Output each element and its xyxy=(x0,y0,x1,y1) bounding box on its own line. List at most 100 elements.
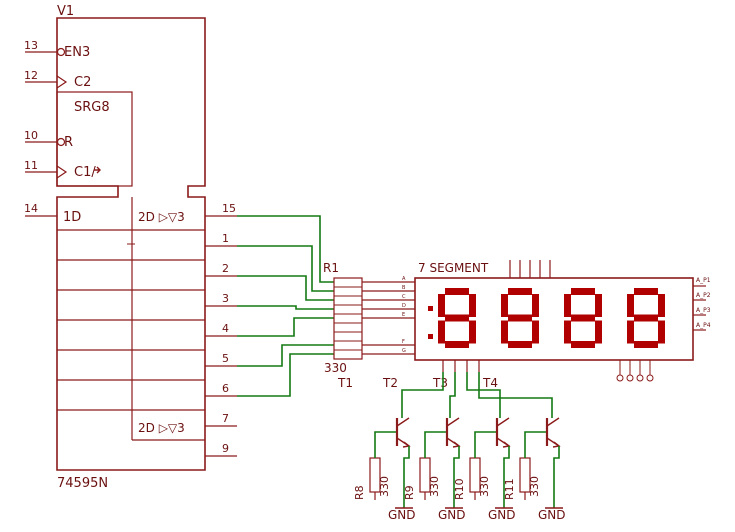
gnd-label: GND xyxy=(538,508,566,522)
label-t4: T4 xyxy=(482,376,498,390)
digit-1-seg-g xyxy=(445,314,469,322)
digit-2-seg-a xyxy=(508,288,532,295)
svg-text:4: 4 xyxy=(222,322,229,335)
digit-3-seg-f xyxy=(564,294,571,317)
svg-text:B: B xyxy=(402,285,406,291)
digit-4-seg-d xyxy=(634,341,658,348)
display-label: 7 SEGMENT xyxy=(418,261,489,275)
colon-dot-1 xyxy=(428,306,433,311)
resistor-value: 330 xyxy=(528,476,541,497)
transistor-labels: T1 T2 T3 T4 xyxy=(337,376,498,390)
svg-text:13: 13 xyxy=(24,39,38,52)
driver-2: GND 330 R9 xyxy=(403,417,466,522)
digit-3-seg-b xyxy=(595,294,602,317)
resistor-value: 330 xyxy=(378,476,391,497)
svg-text:1: 1 xyxy=(222,232,229,245)
svg-text:5: 5 xyxy=(222,352,229,365)
seven-segment-display: 7 SEGMENT A_P1 A_P2 A_P3 A_P4 xyxy=(414,260,711,382)
digit-3-seg-g xyxy=(571,314,595,322)
resistor-name: R11 xyxy=(503,478,516,500)
svg-text:15: 15 xyxy=(222,202,236,215)
resistor-name: R8 xyxy=(353,485,366,500)
svg-text:E: E xyxy=(402,312,405,318)
en-label: EN3 xyxy=(64,45,90,60)
svg-text:2: 2 xyxy=(222,262,229,275)
digit-4-seg-b xyxy=(658,294,665,317)
digit-2-seg-e xyxy=(501,320,508,344)
svg-text:3: 3 xyxy=(222,292,229,305)
digit-4-seg-f xyxy=(627,294,634,317)
digit-2-seg-c xyxy=(532,320,539,344)
r1-name: R1 xyxy=(323,261,339,275)
shift-register-ic: V1 SRG8 13 EN3 12 C2 10 R 11 C1/ xyxy=(24,4,237,491)
c1-label: C1/ xyxy=(74,165,96,180)
digit-1-seg-e xyxy=(438,320,445,344)
ic-name: V1 xyxy=(57,4,74,19)
digit-2-seg-d xyxy=(508,341,532,348)
digit-4-seg-a xyxy=(634,288,658,295)
pin-a-p4: A_P4 xyxy=(696,322,711,329)
d-label: 1D xyxy=(63,210,81,225)
svg-text:F: F xyxy=(402,339,405,345)
svg-text:12: 12 xyxy=(24,69,38,82)
label-t1: T1 xyxy=(337,376,353,390)
driver-4: GND 330 R11 xyxy=(503,417,566,522)
svg-text:11: 11 xyxy=(24,159,38,172)
digit-1-seg-f xyxy=(438,294,445,317)
svg-text:9: 9 xyxy=(222,442,229,455)
colon-dot-2 xyxy=(428,334,433,339)
gnd-label: GND xyxy=(488,508,516,522)
pin-a-p3: A_P3 xyxy=(696,307,711,314)
svg-text:7: 7 xyxy=(222,412,229,425)
digit-2-seg-g xyxy=(508,314,532,322)
resistor-name: R10 xyxy=(453,478,466,500)
digit-1-seg-c xyxy=(469,320,476,344)
gnd-label: GND xyxy=(388,508,416,522)
svg-text:6: 6 xyxy=(222,382,229,395)
svg-text:10: 10 xyxy=(24,129,38,142)
segment-lines: A B C D E F G xyxy=(362,276,415,355)
digit-4-seg-e xyxy=(627,320,634,344)
resistor-value: 330 xyxy=(428,476,441,497)
pin-13-en: 13 EN3 xyxy=(24,39,90,60)
digit-4-seg-g xyxy=(634,314,658,322)
digit-3-seg-d xyxy=(571,341,595,348)
digit-4-seg-c xyxy=(658,320,665,344)
svg-text:G: G xyxy=(402,348,406,354)
output-wires xyxy=(237,215,334,397)
output-label-bottom: 2D ▷▽3 xyxy=(138,421,185,435)
label-t2: T2 xyxy=(382,376,398,390)
ic-part-number: 74595N xyxy=(57,476,108,491)
svg-text:C: C xyxy=(402,294,406,300)
gnd-label: GND xyxy=(438,508,466,522)
driver-1: GND 330 R8 xyxy=(353,417,416,522)
digit-1-seg-d xyxy=(445,341,469,348)
resistor-value: 330 xyxy=(478,476,491,497)
digit-3-seg-e xyxy=(564,320,571,344)
pin-11-clock: 11 C1/ xyxy=(24,159,101,180)
r-label: R xyxy=(64,135,73,150)
digit-2-seg-b xyxy=(532,294,539,317)
pin-14-data: 14 1D xyxy=(24,202,81,225)
svg-text:A: A xyxy=(402,276,406,282)
pin-a-p2: A_P2 xyxy=(696,292,711,299)
digit-2-seg-f xyxy=(501,294,508,317)
c2-label: C2 xyxy=(74,75,91,90)
resistor-name: R9 xyxy=(403,485,416,500)
label-t3: T3 xyxy=(432,376,448,390)
digit-3-seg-c xyxy=(595,320,602,344)
srg-label: SRG8 xyxy=(74,100,110,115)
digit-3-seg-a xyxy=(571,288,595,295)
pin-a-p1: A_P1 xyxy=(696,277,711,284)
r1-value: 330 xyxy=(324,361,347,375)
svg-text:D: D xyxy=(402,303,406,309)
output-label-top: 2D ▷▽3 xyxy=(138,210,185,224)
digit-1-seg-a xyxy=(445,288,469,295)
collector-wires xyxy=(401,372,553,418)
pin-12-clock: 12 C2 xyxy=(24,69,91,90)
pin-10-reset: 10 R xyxy=(24,129,73,150)
digit-1-seg-b xyxy=(469,294,476,317)
svg-text:14: 14 xyxy=(24,202,38,215)
